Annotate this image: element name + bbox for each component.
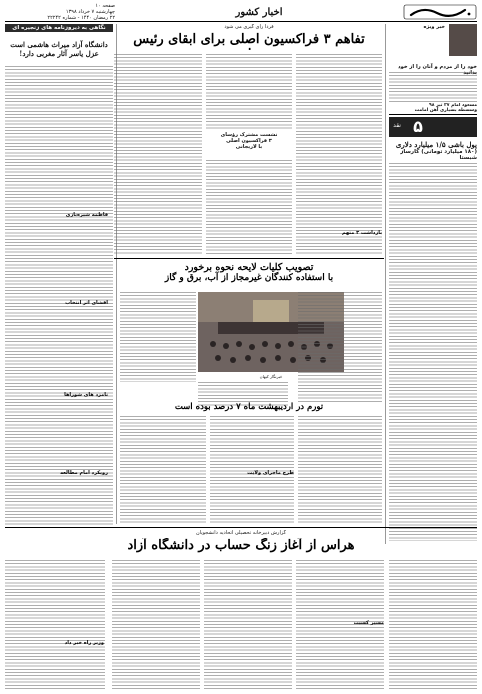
divider	[114, 258, 384, 259]
headline-text: هراس از آغاز زنگ حساب در دانشگاه آزاد	[127, 538, 355, 553]
body-text	[210, 416, 294, 524]
portrait-photo	[449, 24, 477, 56]
body-text	[5, 560, 105, 690]
left-column-body	[5, 66, 113, 526]
badge-number: ۵	[413, 117, 423, 136]
headline-line-1: پول باشی ۱/۵ میلیارد دلاری	[395, 140, 477, 149]
inline-subhead: افشای اثر انتخاب	[65, 300, 108, 306]
center-story-col-2	[120, 292, 196, 382]
badge-bg	[389, 117, 477, 137]
body-text	[296, 54, 382, 254]
headline-text: تفاهم ۳ فراکسیون اصلی برای ابقای رئیس مج…	[133, 32, 365, 50]
center-story-col-1	[298, 292, 382, 402]
bottom-col-1	[389, 560, 477, 690]
body-text	[120, 416, 206, 524]
inline-subhead: وزیر راه خبر داد	[64, 640, 104, 646]
headline-line: با لاریجانی	[235, 144, 263, 150]
critique-badge: ۵ نقد	[389, 117, 477, 139]
inline-subhead: مسیر کسبت	[353, 620, 384, 626]
kicker-text: فردا رأی گیری می شود	[224, 24, 274, 30]
bottom-kicker: گزارش دبیرخانه تحصیلی اتحادیه دانشجویان	[5, 530, 477, 538]
headline-line-2: عزل یاسر آثار مغربی دارد!	[19, 49, 99, 58]
column-rule	[116, 24, 117, 524]
date-line: چهارشنبه ۷ خرداد ۱۳۹۸	[65, 9, 116, 15]
kicker-text: گزارش دبیرخانه تحصیلی اتحادیه دانشجویان	[196, 530, 286, 536]
bottom-col-4	[112, 560, 200, 690]
body-text	[114, 54, 202, 254]
headline-line-2: (۱۸۰ میلیارد تومانی) کارساز شبستا	[400, 149, 477, 161]
issue-info: صفحه ۱۰ چهارشنبه ۷ خرداد ۱۳۹۸ ۲۲ رمضان ۱…	[5, 3, 115, 21]
main-story-col-1	[296, 54, 382, 254]
left-headline: دانشگاه آزاد میراث هاشمی است عزل یاسر آث…	[5, 40, 113, 64]
center-story-col-3	[198, 382, 288, 406]
main-headline: تفاهم ۳ فراکسیون اصلی برای ابقای رئیس مج…	[114, 32, 384, 50]
headline-line: ۳ فراکسیون اصلی	[226, 138, 272, 144]
body-text	[204, 560, 292, 690]
body-text	[298, 292, 382, 402]
inline-subhead: رویکرد امام مطالعه	[60, 470, 108, 476]
body-text	[198, 382, 288, 406]
inflation-col-3	[120, 416, 206, 524]
body-text	[296, 560, 384, 690]
bottom-col-5	[5, 560, 105, 690]
badge-label: نقد	[393, 122, 401, 129]
photo-caption: خبرنگار کیهان	[259, 374, 283, 379]
sidebar-story-headline: پول باشی ۱/۵ میلیارد دلاری (۱۸۰ میلیارد …	[389, 140, 477, 162]
main-story-col-2	[206, 54, 292, 130]
inline-subhead: طرح ماجرای ولایت	[247, 470, 294, 476]
main-story-col-3	[114, 54, 202, 254]
special-news-box: خبر ویژه خود را از مردم و آنان را از خود…	[389, 24, 477, 90]
inflation-col-1	[298, 416, 382, 524]
box-title-text: نگاهی به دیروزنامه های زنجیره ای	[5, 24, 113, 32]
section-title: اخبار کشور	[235, 6, 283, 18]
main-kicker: فردا رأی گیری می شود	[114, 24, 384, 34]
inline-subhead: نامزد های شوراها	[64, 392, 108, 398]
logo-icon	[403, 4, 477, 20]
divider	[5, 527, 477, 528]
body-text	[389, 72, 477, 102]
inflation-headline: تورم در اردیبهشت ماه ۷ درصد بوده است	[114, 402, 384, 414]
body-text	[120, 292, 196, 382]
sidebar-text	[389, 72, 477, 102]
headline-line-1: دانشگاه آزاد میراث هاشمی است	[10, 40, 108, 49]
center-headline: تصویب کلیات لایحه نحوه برخورد با استفاده…	[114, 262, 384, 290]
headline-line: نشست مشترک رؤسای	[220, 132, 278, 138]
column-rule	[385, 24, 386, 544]
sidebar-story-body	[389, 163, 477, 541]
bottom-col-3	[204, 560, 292, 690]
headline-line-2: با استفاده کنندگان غیرمجاز از آب، برق و …	[164, 273, 334, 283]
masthead: اخبار کشور صفحه ۱۰ چهارشنبه ۷ خرداد ۱۳۹۸…	[5, 3, 477, 22]
footer-line: وسسطه بسیاری آهن امامت	[414, 108, 477, 113]
page-number: صفحه ۱۰	[95, 3, 116, 9]
inline-subhead: فاطمه شیره‌بازی	[65, 212, 108, 218]
body-text	[389, 560, 477, 690]
bottom-headline: هراس از آغاز زنگ حساب در دانشگاه آزاد	[5, 538, 477, 556]
body-text	[389, 163, 477, 541]
body-text	[206, 54, 292, 130]
divider	[389, 114, 477, 115]
inline-subhead: بازداشت ۳ متهم	[341, 230, 382, 236]
left-box-title: نگاهی به دیروزنامه های زنجیره ای	[5, 24, 113, 38]
kayhan-logo	[403, 4, 477, 20]
footer-line: مسعود امام ۲۷ تیر ۹۸	[429, 103, 477, 108]
body-text	[206, 160, 292, 255]
body-text	[112, 560, 200, 690]
middle-sidebar-headline: نشست مشترک رؤسای ۳ فراکسیون اصلی با لاری…	[206, 132, 292, 158]
body-text	[298, 416, 382, 524]
body-text	[5, 66, 113, 526]
headline-text: تورم در اردیبهشت ماه ۷ درصد بوده است	[174, 402, 324, 412]
headline-line-1: تصویب کلیات لایحه نحوه برخورد	[184, 262, 314, 273]
main-story-col-2b	[206, 160, 292, 255]
box-title: خبر ویژه	[423, 24, 445, 30]
inflation-col-2	[210, 416, 294, 524]
bottom-col-2	[296, 560, 384, 690]
sidebar-footer: مسعود امام ۲۷ تیر ۹۸ وسسطه بسیاری آهن ام…	[389, 103, 477, 113]
issue-number: ۲۲ رمضان ۱۴۴۰ - شماره ۲۲۲۴۲	[47, 15, 116, 21]
